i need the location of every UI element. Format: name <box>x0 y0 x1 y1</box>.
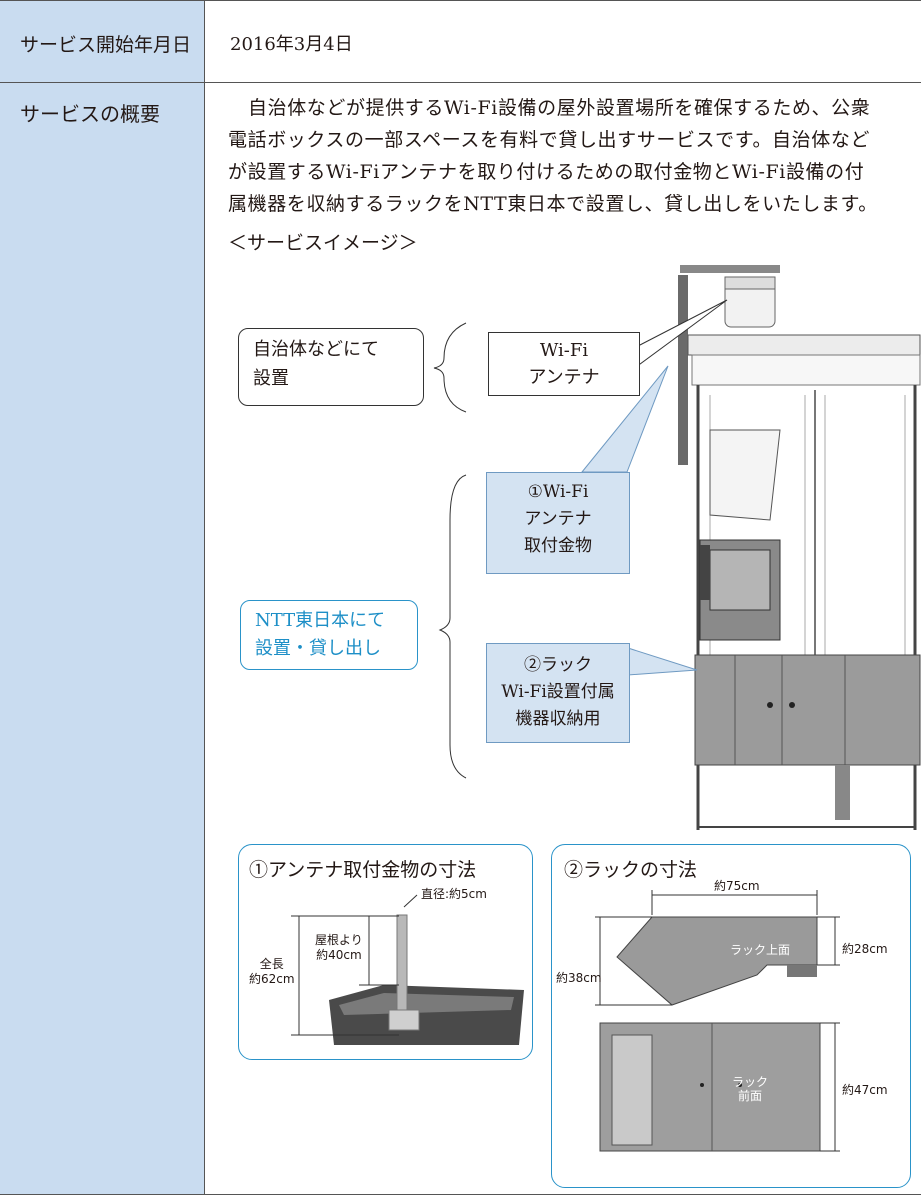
booth-lower <box>696 765 917 830</box>
from-roof-line2: 約40cm <box>316 948 362 962</box>
callout-line: Wi-Fi設置付属 <box>501 682 615 702</box>
rack-callout: ②ラック Wi-Fi設置付属 機器収納用 <box>486 643 630 743</box>
bubble-line: 設置・貸し出し <box>255 638 381 659</box>
bracket-photo <box>291 894 524 1045</box>
booth-header <box>691 354 921 386</box>
rack-front-line2: 前面 <box>738 1089 763 1103</box>
callout-line: ②ラック <box>524 655 592 675</box>
diameter-leader <box>403 894 418 908</box>
service-image-heading: ＜サービスイメージ＞ <box>228 232 418 254</box>
table-top-border <box>0 0 921 1</box>
antenna-brace <box>433 322 467 413</box>
booth-roof <box>687 334 921 356</box>
diameter-label: 直径:約5cm <box>421 887 487 901</box>
telephone-handset <box>700 545 710 600</box>
bubble-line: NTT東日本にて <box>255 610 386 631</box>
antenna-arm <box>680 265 780 273</box>
rack-top-view <box>616 916 818 1006</box>
service-start-value: 2016年3月4日 <box>230 34 353 55</box>
phone-booth-illustration <box>678 265 921 766</box>
rack-front-inner <box>611 1034 653 1146</box>
bubble-line: 自治体などにて <box>253 339 379 360</box>
antenna-callout: Wi-Fi アンテナ <box>488 332 640 396</box>
rack-front-label: ラック 前面 <box>732 1075 768 1103</box>
callout-line: 取付金物 <box>524 536 592 556</box>
paragraph-line: 属機器を収納するラックをNTT東日本で設置し、貸し出しをいたします。 <box>228 193 878 215</box>
total-length-label: 全長 約62cm <box>249 957 295 987</box>
panel-title: ①アンテナ取付金物の寸法 <box>249 859 477 881</box>
bubble-line: 設置 <box>253 368 289 389</box>
rack-top-tab <box>787 965 817 977</box>
row-divider <box>0 82 921 83</box>
rack-front-handle <box>738 1083 742 1087</box>
ntt-brace <box>438 474 467 779</box>
width-label: 約75cm <box>714 879 760 893</box>
rack-dimension-panel: ②ラックの寸法 約75cm 約38cm 約28cm ラック上面 <box>551 844 911 1188</box>
overview-paragraph: 自治体などが提供するWi-Fi設備の屋外設置場所を確保するため、公衆 電話ボック… <box>228 92 918 220</box>
callout-line: アンテナ <box>524 509 592 529</box>
panel-title: ②ラックの寸法 <box>564 859 698 881</box>
right-depth-label: 約28cm <box>842 942 888 956</box>
rack-cabinet <box>694 654 921 766</box>
rack-drawing <box>595 890 840 1152</box>
antenna-box-top <box>724 276 776 290</box>
callout-line: ①Wi-Fi <box>527 482 589 502</box>
ntt-bubble: NTT東日本にて 設置・貸し出し <box>240 600 418 670</box>
municipality-bubble: 自治体などにて 設置 <box>238 328 424 406</box>
telephone-panel <box>709 549 771 611</box>
label-column <box>0 0 205 1195</box>
paragraph-line: が設置するWi-Fiアンテナを取り付けるための取付金物とWi-Fi設備の付 <box>228 161 865 183</box>
total-length-line1: 全長 <box>259 957 284 971</box>
paragraph-line: 電話ボックスの一部スペースを有料で貸し出すサービスです。自治体など <box>228 129 871 151</box>
left-depth-label: 約38cm <box>556 971 602 985</box>
callout-line: アンテナ <box>528 367 600 388</box>
paragraph-line: 自治体などが提供するWi-Fi設備の屋外設置場所を確保するため、公衆 <box>248 97 871 119</box>
rack-front-line1: ラック <box>732 1075 769 1089</box>
rack-top-label: ラック上面 <box>730 943 791 957</box>
rack-handle <box>767 702 773 708</box>
service-overview-label: サービスの概要 <box>20 102 160 126</box>
service-start-label: サービス開始年月日 <box>20 34 192 56</box>
bracket-base <box>388 1009 420 1031</box>
height-label: 約47cm <box>842 1083 888 1097</box>
total-length-line2: 約62cm <box>249 972 295 986</box>
from-roof-label: 屋根より 約40cm <box>315 933 363 963</box>
bracket-callout: ①Wi-Fi アンテナ 取付金物 <box>486 472 630 574</box>
rack-handle <box>789 702 795 708</box>
rack-post <box>835 765 850 820</box>
antenna-pole <box>678 275 688 465</box>
roof-top <box>339 993 514 1015</box>
roof-corner <box>329 985 524 1045</box>
callout-line: 機器収納用 <box>515 709 601 729</box>
bracket-pole <box>396 914 408 1026</box>
directory-panel <box>709 429 781 521</box>
rack-front-handle <box>700 1083 704 1087</box>
from-roof-line1: 屋根より <box>315 933 363 947</box>
bracket-dimension-panel: ①アンテナ取付金物の寸法 直径:約5cm 屋根より 約40cm 全長 約62cm <box>238 844 533 1060</box>
callout-line: Wi-Fi <box>539 340 589 361</box>
